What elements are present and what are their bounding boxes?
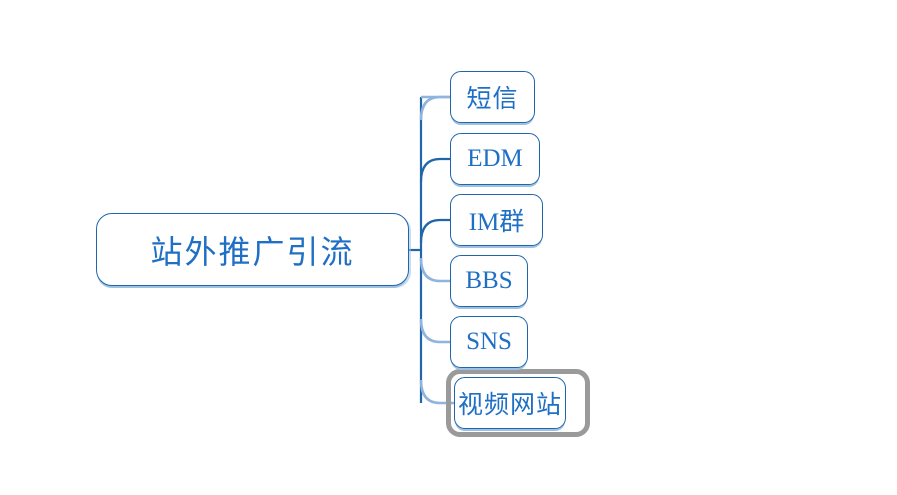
mind-map-node-edm[interactable]: EDM <box>450 133 540 185</box>
mind-map-node-bbs[interactable]: BBS <box>450 255 528 307</box>
mind-map-node-sms[interactable]: 短信 <box>450 71 535 123</box>
mind-map-node-sns[interactable]: SNS <box>450 316 528 368</box>
mind-map-root-node[interactable]: 站外推广引流 <box>96 213 409 286</box>
mind-map-node-im-group[interactable]: IM群 <box>450 194 543 246</box>
mind-map-node-video-site[interactable]: 视频网站 <box>454 377 566 429</box>
